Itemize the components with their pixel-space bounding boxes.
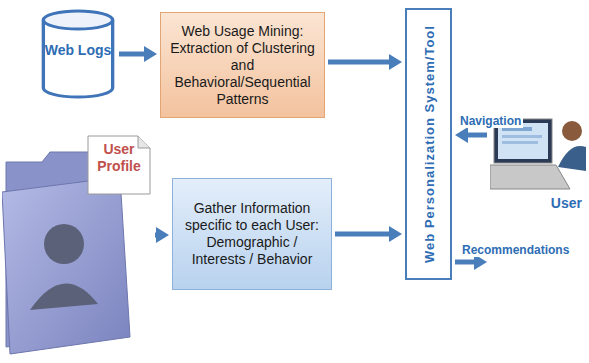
node-text: User Profile [90,141,148,175]
node-text: Web Personalization System/Tool [421,25,436,263]
arrow-head [389,226,402,242]
arrow-shaft [119,52,146,57]
system-band: Web Personalization System/Tool [405,8,452,280]
edge-label: Recommendations [460,243,571,257]
edge-label: Navigation [458,114,523,128]
arrow-shaft [466,133,487,138]
flow-arrow [119,46,157,62]
node-text: Gather Information specific to each User… [179,200,325,268]
arrow-shaft [328,60,391,65]
process-box: Gather Information specific to each User… [172,178,332,290]
flow-arrow [328,54,402,70]
node-text: Web Logs [40,42,116,59]
process-box: Web Usage Mining: Extraction of Clusteri… [160,12,325,118]
arrow-head [389,54,402,70]
arrow-head [144,46,157,62]
user-profile-folder: User Profile [2,132,152,357]
node-text: User [549,195,584,212]
arrow-shaft [335,232,391,237]
flow-arrow [335,226,402,242]
arrow-head [455,127,468,143]
arrow-head [156,227,169,243]
arrow-shaft [455,260,476,265]
database-cylinder: Web Logs [40,8,116,100]
flow-arrow [455,127,487,143]
flow-arrow [155,227,169,243]
node-text: Web Usage Mining: Extraction of Clusteri… [167,23,318,108]
